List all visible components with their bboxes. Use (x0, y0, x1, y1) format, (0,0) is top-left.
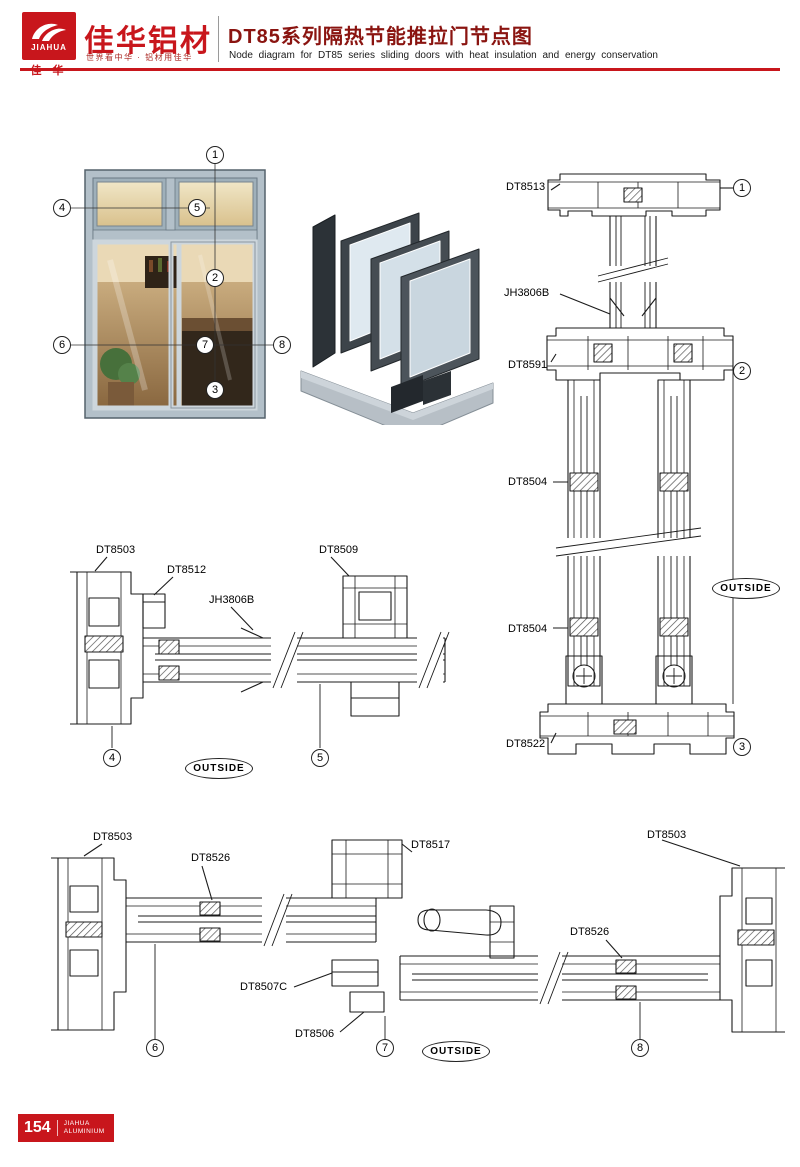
callout-4-section: 4 (103, 749, 121, 767)
part-label-dt8507c: DT8507C (240, 981, 288, 993)
footer-brand: JIAHUA ALUMINIUM (64, 1120, 105, 1137)
section-cut-lines (71, 164, 273, 381)
sash-profile-drawing (330, 556, 408, 717)
outside-label-bottom: OUTSIDE (422, 1041, 490, 1062)
part-label-dt8526-right: DT8526 (570, 926, 610, 938)
jiahua-logo: JIAHUA (22, 12, 76, 60)
window-drawing (84, 169, 266, 419)
part-label-dt8506: DT8506 (295, 1028, 335, 1040)
footer-brand-line1: JIAHUA (63, 1119, 90, 1127)
footer-brand-line2: ALUMINIUM (63, 1128, 105, 1135)
callout-4-window: 4 (53, 199, 71, 217)
footer-divider (56, 1120, 58, 1136)
profile-3d-figure (295, 175, 500, 438)
callout-2-section: 2 (733, 362, 751, 380)
callout-5-section: 5 (311, 749, 329, 767)
page-subtitle: Node diagram for DT85 series sliding doo… (229, 50, 658, 61)
handle-drawing (417, 905, 515, 959)
window-figure (50, 140, 300, 435)
callout-2-window: 2 (206, 269, 224, 287)
upper-glazing-drawing (559, 216, 669, 328)
header-divider (218, 16, 219, 62)
callout-3-section: 3 (733, 738, 751, 756)
callout-6-section: 6 (146, 1039, 164, 1057)
callout-6-window: 6 (53, 336, 71, 354)
part-label-dt8503-bottom-left: DT8503 (93, 831, 133, 843)
page-title: DT85系列隔热节能推拉门节点图 (228, 26, 533, 48)
callout-7-window: 7 (196, 336, 214, 354)
head-profile-drawing (547, 173, 733, 217)
brand-name: 佳华铝材 (84, 25, 212, 58)
callout-3-window: 3 (206, 381, 224, 399)
callout-leader-lines-bottom (154, 944, 641, 1039)
part-label-dt8517: DT8517 (411, 839, 451, 851)
outside-label-vertical: OUTSIDE (712, 578, 780, 599)
step-connector-drawing (293, 959, 385, 1033)
outside-label-mid: OUTSIDE (185, 758, 253, 779)
callout-7-section: 7 (376, 1039, 394, 1057)
part-label-dt8504-lower: DT8504 (508, 623, 548, 635)
profile-3d-drawing (300, 212, 494, 438)
callout-8-section: 8 (631, 1039, 649, 1057)
callout-5-window: 5 (188, 199, 206, 217)
part-label-dt8512: DT8512 (167, 564, 207, 576)
callout-8-window: 8 (273, 336, 291, 354)
brand-tagline: 世界看中华 · 铝材用佳华 (86, 53, 193, 62)
sash-stiles-drawing (553, 370, 734, 704)
rollers-drawing (565, 655, 693, 705)
right-jamb-drawing (661, 839, 795, 1033)
bottom-horizontal-section-figure (40, 810, 795, 1075)
part-label-dt8522: DT8522 (506, 738, 546, 750)
part-label-dt8509: DT8509 (319, 544, 359, 556)
rail-b-drawing (399, 939, 720, 1005)
part-label-jh3806b-vertical: JH3806B (504, 287, 550, 299)
part-label-dt8513: DT8513 (506, 181, 546, 193)
rail-a-drawing (126, 865, 377, 947)
header-rule (20, 68, 780, 71)
mid-horizontal-section-figure (55, 540, 465, 785)
vertical-section-figure (498, 148, 790, 782)
part-label-jh3806b-mid: JH3806B (209, 594, 255, 606)
track-rail-drawing (143, 606, 450, 693)
meeting-rail-drawing (546, 327, 734, 381)
part-label-dt8591: DT8591 (508, 359, 548, 371)
part-label-dt8503-bottom-right: DT8503 (647, 829, 687, 841)
logo-text-en: JIAHUA (31, 43, 67, 52)
sill-profile-drawing (539, 703, 735, 755)
footer-page-block: 154 JIAHUA ALUMINIUM (18, 1114, 114, 1142)
left-jamb-drawing-bottom (51, 843, 127, 1031)
left-jamb-drawing (70, 556, 174, 725)
part-label-dt8526-left: DT8526 (191, 852, 231, 864)
callout-leader-lines (111, 684, 321, 748)
jiahua-emblem-icon (32, 23, 66, 41)
page-number: 154 (24, 1119, 51, 1136)
dt8517-block-drawing (331, 839, 413, 899)
callout-1-section: 1 (733, 179, 751, 197)
part-label-dt8504-upper: DT8504 (508, 476, 548, 488)
callout-1-window: 1 (206, 146, 224, 164)
part-label-dt8503-mid: DT8503 (96, 544, 136, 556)
